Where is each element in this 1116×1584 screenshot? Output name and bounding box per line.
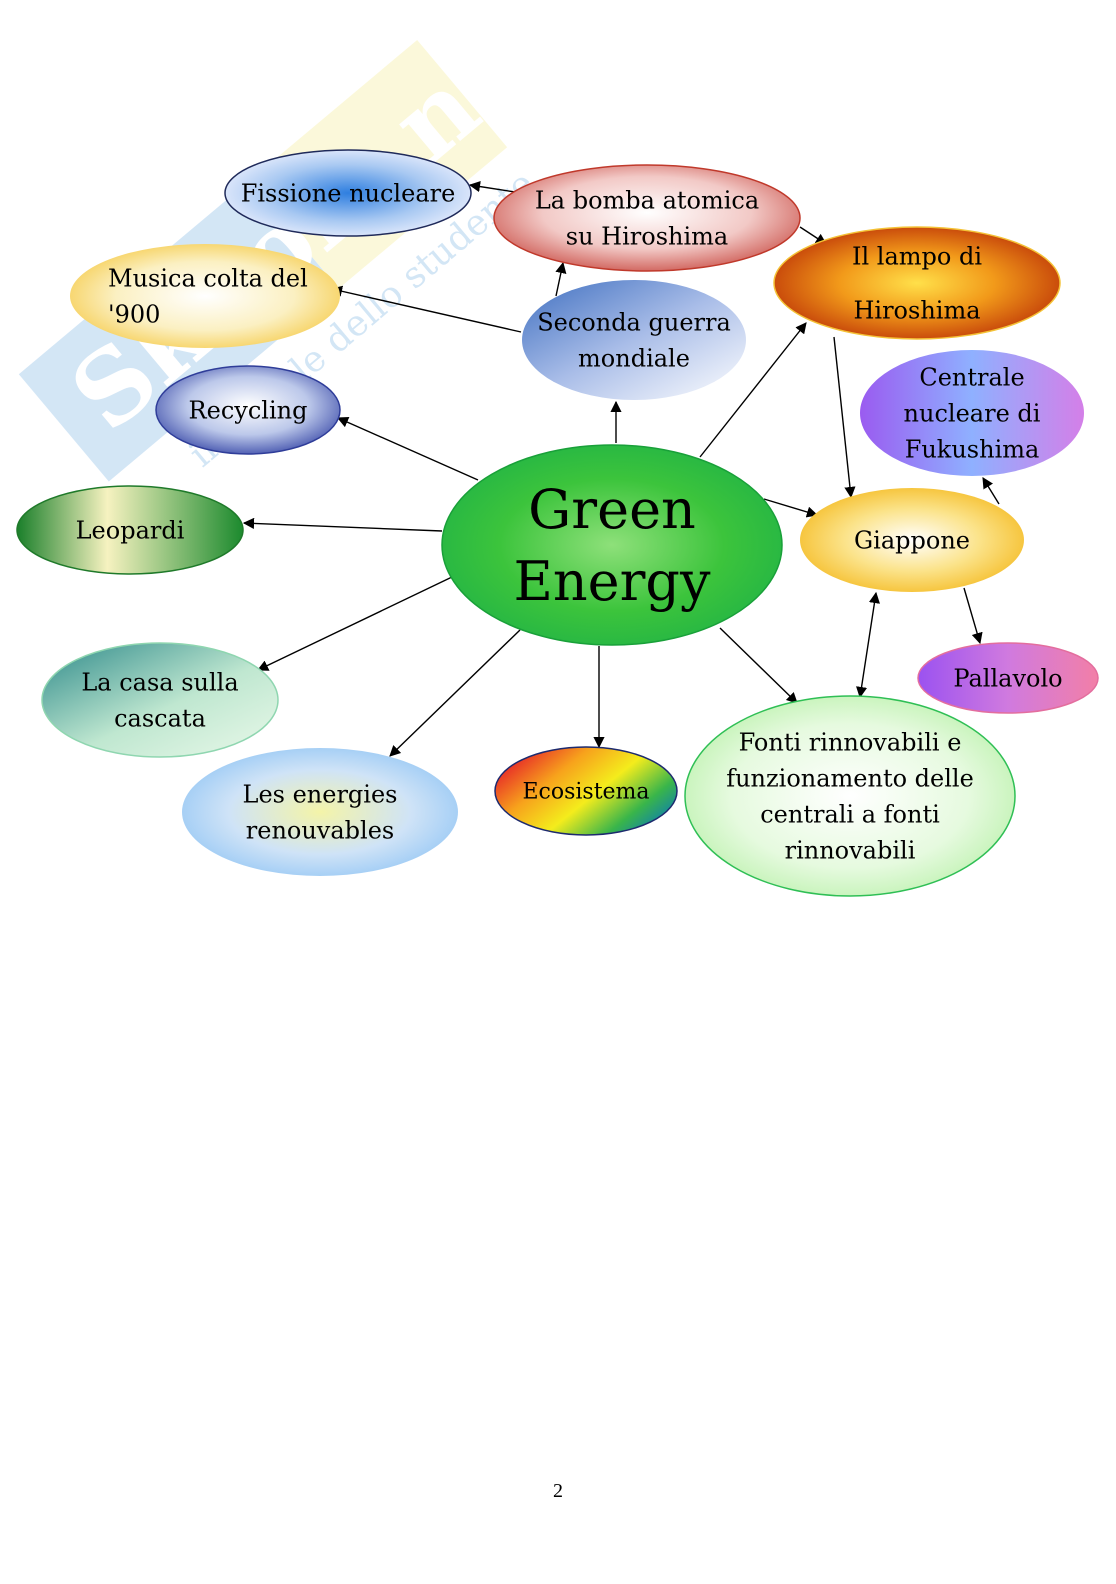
arrow-giappone-to-pallavolo [963,587,983,645]
node-fukushima: Centrale nucleare di Fukushima [860,350,1084,476]
node-ecosistema-ellipse [494,746,678,836]
node-seconda: Seconda guerra mondiale [522,280,746,400]
node-leopardi-label-line-1: Leopardi [76,516,185,544]
node-recycling-label-line-1: Recycling [189,396,308,424]
node-energies-label-line-2: renouvables [246,816,394,844]
node-musica-ellipse [70,244,340,348]
node-pallavolo-label-line-1: Pallavolo [953,664,1062,692]
node-ecosistema: Ecosistema [494,746,678,836]
node-center-label-line-2: Energy [513,550,711,613]
node-center-ellipse [441,444,783,646]
arrow-center-to-recycling [336,416,479,481]
node-pallavolo-ellipse [917,642,1099,714]
node-musica-label-line-2: '900 [108,300,160,328]
node-fonti-ellipse [684,695,1016,897]
node-pallavolo: Pallavolo [917,642,1099,714]
node-leopardi: Leopardi [16,485,244,575]
node-fonti-label-line-1: Fonti rinnovabili e [739,728,962,756]
node-ecosistema-label-line-1: Ecosistema [522,780,649,805]
node-leopardi-ellipse [16,485,244,575]
node-casa-label-line-2: cascata [114,704,206,732]
node-lampo-label-line-2: Hiroshima [853,296,980,324]
arrow-lampo-to-giappone [833,336,856,499]
node-fissione-label-line-1: Fissione nucleare [241,179,456,207]
node-lampo-ellipse [773,226,1061,340]
arrow-giappone-to-fukushima [982,477,1000,505]
node-bomba-ellipse [493,164,801,272]
node-seconda-ellipse [522,280,746,400]
page-number: 2 [553,1480,563,1502]
node-lampo-label-line-1: Il lampo di [852,242,982,270]
node-musica-label-line-1: Musica colta del [108,264,308,292]
node-casa: La casa sulla cascata [41,642,279,758]
node-giappone: Giappone [800,488,1024,592]
node-bomba-label-line-1: La bomba atomica [535,186,759,214]
arrow-seconda-to-musica [330,285,522,333]
node-fonti-label-line-3: centrali a fonti [760,800,940,828]
arrow-center-to-leopardi [242,517,443,532]
node-seconda-label-line-1: Seconda guerra [537,308,731,336]
node-giappone-label-line-1: Giappone [854,526,970,554]
node-energies-ellipse [182,748,458,876]
node-lampo: Il lampo di Hiroshima [773,226,1061,340]
node-fissione-ellipse [224,149,472,237]
arrow-center-to-fonti [719,627,798,704]
node-casa-label-line-1: La casa sulla [81,668,238,696]
node-recycling: Recycling [155,365,341,455]
node-musica: Musica colta del '900 [70,244,340,348]
edges [242,181,1000,757]
node-fukushima-label-line-1: Centrale [919,363,1024,391]
node-bomba: La bomba atomica su Hiroshima [493,164,801,272]
arrow-center-to-casa [256,576,453,671]
node-fukushima-label-line-3: Fukushima [905,435,1040,463]
node-energies: Les energies renouvables [182,748,458,876]
node-energies-label-line-1: Les energies [243,780,398,808]
arrow-bomba-to-fissione [468,181,516,193]
arrow-seconda-to-bomba [555,261,567,297]
node-seconda-label-line-2: mondiale [578,344,690,372]
node-fonti: Fonti rinnovabili e funzionamento delle ce… [684,695,1016,897]
node-fukushima-label-line-2: nucleare di [904,399,1041,427]
node-fonti-label-line-2: funzionamento delle [726,764,974,792]
node-casa-ellipse [41,642,279,758]
node-bomba-label-line-2: su Hiroshima [566,222,728,250]
arrow-center-to-energies [389,629,521,757]
arrow-center-to-giappone [763,498,819,518]
node-fissione: Fissione nucleare [224,149,472,237]
arrow-center-to-lampo [699,322,807,458]
node-fonti-label-line-4: rinnovabili [785,836,916,864]
node-center-label-line-1: Green [528,478,696,541]
arrow-giappone-to-fonti [855,591,881,699]
node-fukushima-ellipse [860,350,1084,476]
node-recycling-ellipse [155,365,341,455]
node-giappone-ellipse [800,488,1024,592]
